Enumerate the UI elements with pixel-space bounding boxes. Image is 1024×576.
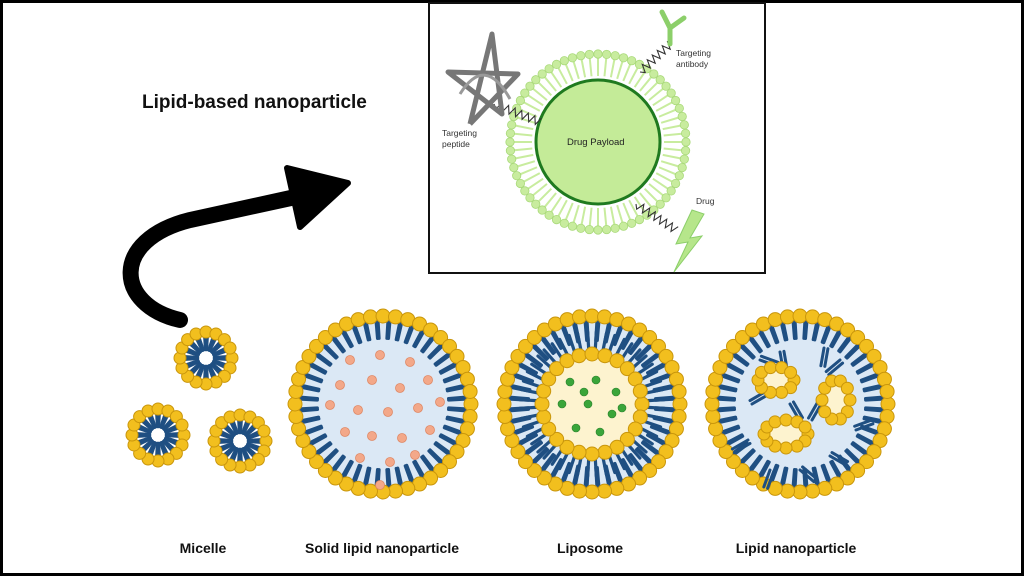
targeting-peptide-icon: [445, 31, 521, 126]
caption-liposome: Liposome: [556, 540, 624, 556]
liposome-drugs: [557, 375, 627, 437]
solid-lipid-drugs: [325, 350, 445, 490]
drug-linker: [635, 203, 679, 233]
targeting-peptide-line2: peptide: [442, 139, 470, 149]
drug-bolt-icon: [673, 209, 705, 273]
targeting-antibody-icon: [659, 9, 687, 47]
drug-payload-label: Drug Payload: [567, 137, 625, 148]
caption-micelle: Micelle: [179, 540, 227, 556]
nanoparticle-inset: Drug Payload Targeting peptide Targeting…: [428, 2, 766, 274]
micelle-left: [125, 402, 191, 468]
targeting-peptide-line1: Targeting: [442, 128, 477, 138]
micelle-right: [207, 408, 273, 474]
diagram-title: Lipid-based nanoparticle: [142, 92, 367, 113]
targeting-peptide-label: Targeting peptide: [442, 128, 477, 150]
caption-lipid-nanoparticle: Lipid nanoparticle: [735, 540, 857, 556]
lipid-shell: [505, 49, 691, 235]
nanoparticle-detail-drawing: [445, 9, 705, 273]
liposome-outer-leaflet: [496, 308, 688, 500]
solid-lipid-shell: [287, 308, 479, 500]
lnp-pocket-bottom: [757, 413, 815, 455]
targeting-antibody-label: Targeting antibody: [676, 48, 711, 70]
antibody-linker: [639, 40, 672, 74]
drug-payload-core: [534, 78, 662, 206]
solid-lipid-core: [299, 320, 467, 488]
lnp-pocket-top-left: [751, 361, 801, 399]
targeting-antibody-line2: antibody: [676, 59, 709, 69]
caption-solid-lipid-nanoparticle: Solid lipid nanoparticle: [304, 540, 460, 556]
liposome-inner-leaflet: [518, 330, 666, 478]
lnp-pocket-right: [815, 374, 857, 426]
peptide-loop: [458, 73, 512, 100]
drug-label: Drug: [696, 196, 715, 206]
targeting-antibody-line1: Targeting: [676, 48, 711, 58]
micelle-top: [173, 325, 239, 391]
